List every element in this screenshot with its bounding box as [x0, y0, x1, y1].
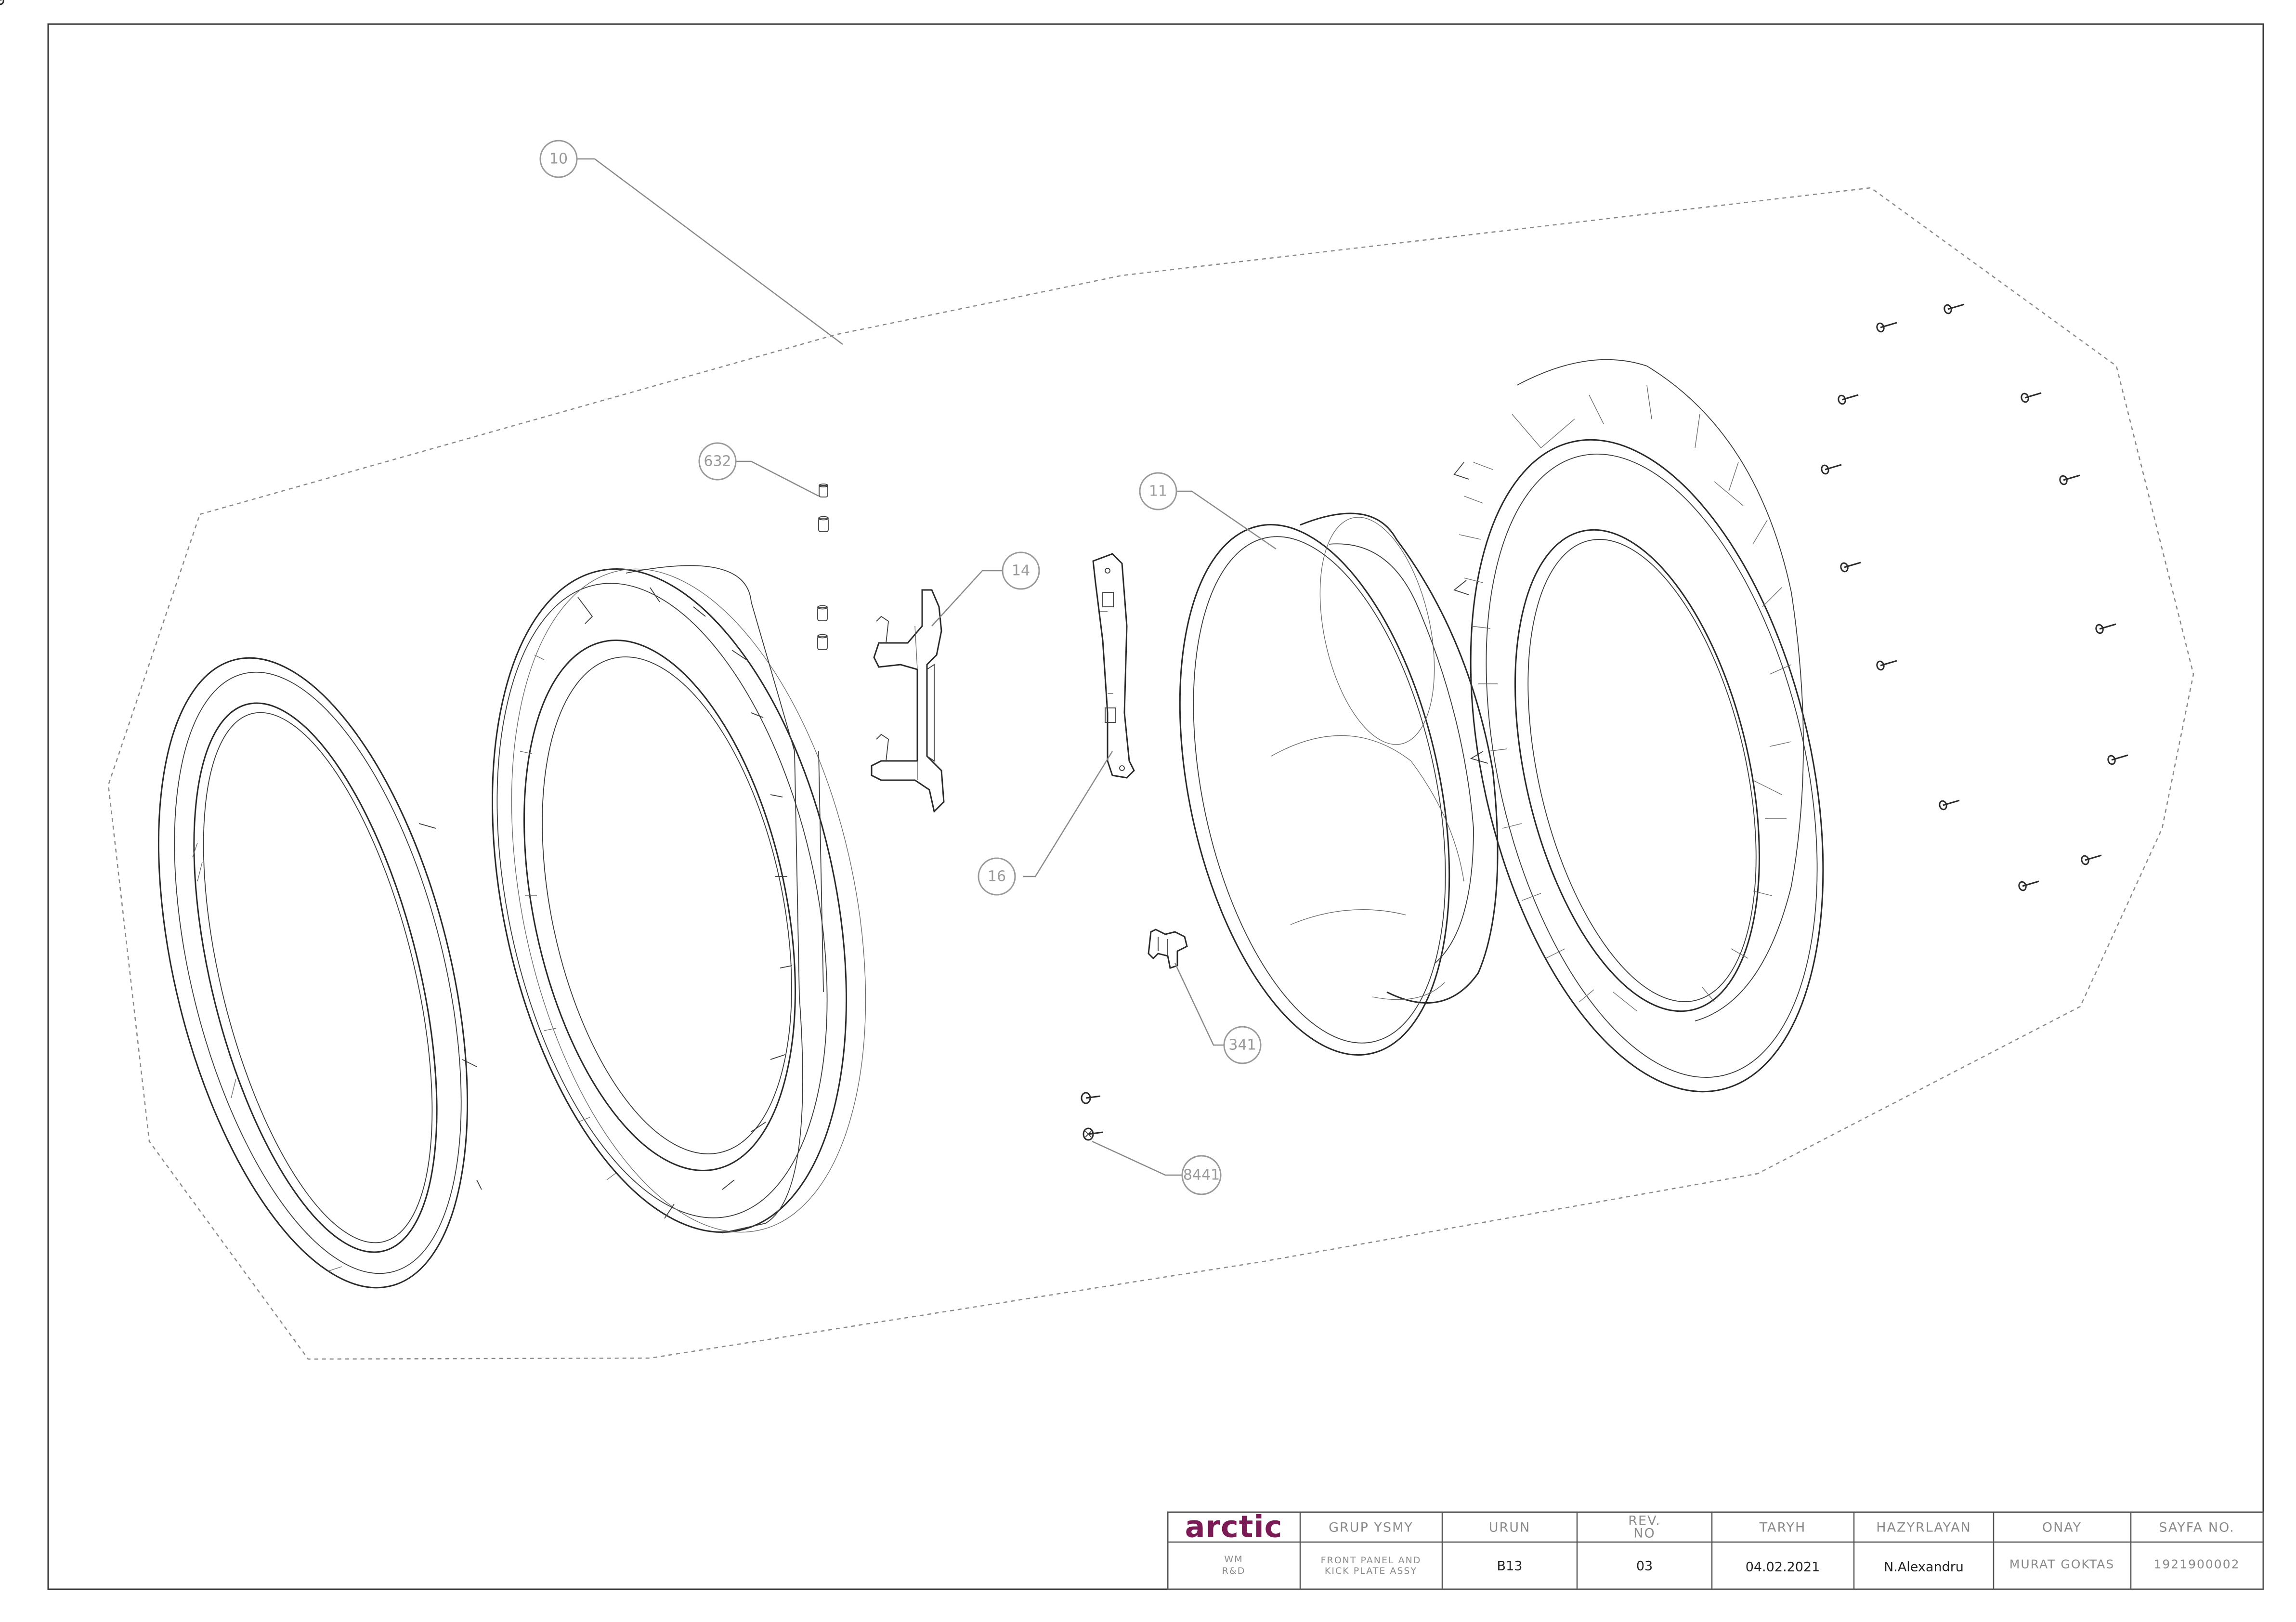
header-date: TARYH — [1759, 1520, 1806, 1535]
inner-door-frame — [491, 565, 866, 1233]
group-value-line-1: FRONT PANEL AND — [1321, 1555, 1422, 1566]
callout-341: 341 — [1223, 1026, 1262, 1064]
page-value: 1921900002 — [2153, 1557, 2240, 1571]
callout-8441: 8441 — [1181, 1155, 1222, 1195]
svg-text:11: 11 — [1149, 483, 1167, 500]
door-latch-strip — [1092, 553, 1135, 779]
drawing-frame — [47, 23, 2264, 1590]
svg-text:632: 632 — [704, 453, 731, 470]
header-rev-line-1: REV. — [1628, 1514, 1660, 1529]
callout-14: 14 — [1002, 551, 1040, 590]
dept-line-2: R&D — [1222, 1566, 1246, 1576]
header-group: GRUP YSMY — [1329, 1520, 1413, 1535]
door-lock-hook — [1148, 929, 1188, 969]
svg-text:14: 14 — [1012, 562, 1030, 579]
header-prepared: HAZYRLAYAN — [1876, 1520, 1971, 1535]
date-value: 04.02.2021 — [1746, 1560, 1820, 1575]
outer-door-ring — [157, 657, 482, 1289]
rear-door-hub-frame — [1453, 359, 1824, 1093]
fixing-screws — [0, 0, 2129, 1141]
door-hinge — [871, 589, 945, 813]
door-glass-bowl — [1179, 512, 1499, 1056]
brand-logo: arctic — [1185, 1509, 1283, 1544]
product-value: B13 — [1497, 1559, 1523, 1574]
callout-632: 632 — [698, 442, 737, 481]
title-block: arctic WM R&D GRUP YSMY URUN REV. NO TAR… — [1167, 1509, 2264, 1590]
leader-lines — [576, 158, 1277, 1176]
dept-line-1: WM — [1224, 1554, 1243, 1565]
svg-text:341: 341 — [1228, 1037, 1256, 1054]
header-page: SAYFA NO. — [2159, 1520, 2235, 1535]
callout-10: 10 — [539, 140, 578, 178]
header-rev-line-2: NO — [1633, 1526, 1655, 1541]
header-product: URUN — [1489, 1520, 1530, 1535]
callout-16: 16 — [978, 857, 1016, 896]
approved-value: MURAT GOKTAS — [2009, 1557, 2114, 1571]
hinge-bushings — [817, 484, 829, 650]
assembly-envelope — [107, 187, 2194, 1360]
svg-text:16: 16 — [988, 868, 1006, 885]
prepared-value: N.Alexandru — [1884, 1560, 1964, 1575]
svg-text:8441: 8441 — [1183, 1167, 1220, 1184]
callout-11: 11 — [1139, 472, 1177, 510]
group-value-line-2: KICK PLATE ASSY — [1325, 1566, 1417, 1576]
header-approved: ONAY — [2042, 1520, 2082, 1535]
rev-value: 03 — [1636, 1559, 1653, 1574]
svg-text:10: 10 — [549, 151, 568, 168]
